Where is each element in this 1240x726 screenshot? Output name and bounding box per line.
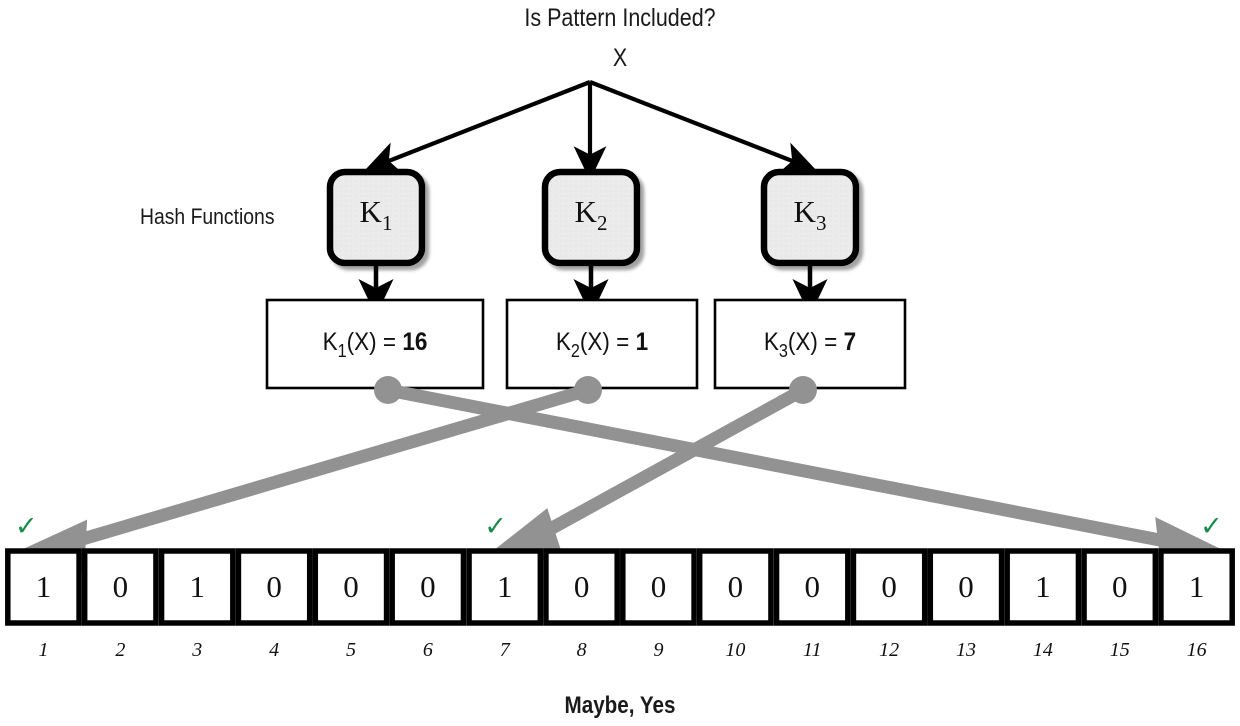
bit-value: 1 [189, 569, 205, 604]
bit-cell [1004, 548, 1082, 626]
mapping-arrows [9, 383, 1231, 573]
bit-cell [389, 548, 467, 626]
result-label-k3: K3(X) = 7 [763, 328, 857, 361]
bit-cell [543, 548, 620, 626]
bit-value: 0 [573, 569, 590, 604]
bit-value: 0 [881, 569, 897, 604]
bit-cell [1081, 548, 1159, 626]
mapping-source-dots [374, 376, 817, 404]
bit-index-label: 9 [653, 639, 664, 661]
bit-value: 0 [420, 569, 436, 604]
bit-cell [466, 548, 544, 626]
bit-value: 0 [727, 569, 744, 604]
bit-index-label: 7 [499, 639, 510, 661]
bit-index-label: 12 [879, 639, 900, 661]
bit-index-label: 14 [1032, 639, 1053, 661]
bit-value: 0 [112, 569, 129, 604]
bit-index-label: 6 [422, 639, 433, 661]
bit-value: 0 [266, 569, 282, 604]
bit-cell [696, 548, 774, 626]
bit-cell [235, 548, 313, 626]
bit-value: 1 [1188, 569, 1205, 604]
hash-box-k1 [326, 168, 426, 267]
hash-box-k3-label: K3 [793, 194, 827, 235]
bit-value: 1 [35, 569, 52, 604]
result-label-k2: K2(X) = 1 [555, 328, 649, 361]
bit-cell [5, 548, 82, 626]
input-fanout-arrows [364, 80, 817, 181]
bit-cell [312, 548, 390, 626]
hash-box-k2 [541, 168, 641, 267]
bit-value: 0 [343, 569, 359, 604]
bit-index-label: 10 [725, 639, 746, 661]
hit-check-icon: ✓ [1200, 511, 1223, 542]
bit-cell [850, 548, 928, 626]
bit-index-label: 16 [1186, 639, 1207, 661]
bit-cell [620, 548, 697, 626]
bit-value: 0 [1111, 569, 1128, 604]
bit-cell [158, 548, 236, 626]
hash-to-result-arrows [358, 265, 828, 316]
bit-value: 1 [1035, 569, 1051, 604]
bit-cell [1158, 548, 1235, 626]
bit-index-label: 5 [345, 639, 356, 661]
bit-index-label: 8 [576, 639, 587, 661]
bit-cell [81, 548, 159, 626]
bit-array-cells [5, 548, 1235, 626]
hit-check-icon: ✓ [484, 511, 507, 542]
bit-cell [773, 548, 851, 626]
bit-index-label: 13 [955, 639, 976, 661]
bit-value: 0 [958, 569, 974, 604]
hash-box-k1-label: K1 [359, 194, 393, 235]
result-boxes [265, 298, 907, 390]
bit-index-label: 11 [802, 639, 822, 661]
bit-index-label: 3 [192, 639, 203, 661]
bit-value: 0 [804, 569, 820, 604]
result-label-k1: K1(X) = 16 [322, 328, 428, 361]
result-caption: Maybe, Yes [564, 692, 676, 719]
bit-index-label: 4 [269, 639, 280, 661]
bit-index-label: 1 [38, 639, 49, 661]
mapping-arrow-k3 [530, 384, 807, 544]
bit-value: 0 [650, 569, 667, 604]
bit-value: 1 [496, 569, 513, 604]
page-title: Is Pattern Included? [524, 4, 716, 32]
hit-check-icon: ✓ [15, 511, 38, 542]
bit-cell [927, 548, 1005, 626]
hash-box-k2-label: K2 [574, 194, 608, 235]
bit-index-label: 15 [1109, 639, 1130, 661]
hash-functions-label: Hash Functions [140, 204, 275, 229]
hash-box-k3 [760, 168, 860, 267]
input-label: X [612, 44, 628, 72]
mapping-arrow-k2 [67, 383, 590, 550]
bit-index-label: 2 [115, 639, 126, 661]
